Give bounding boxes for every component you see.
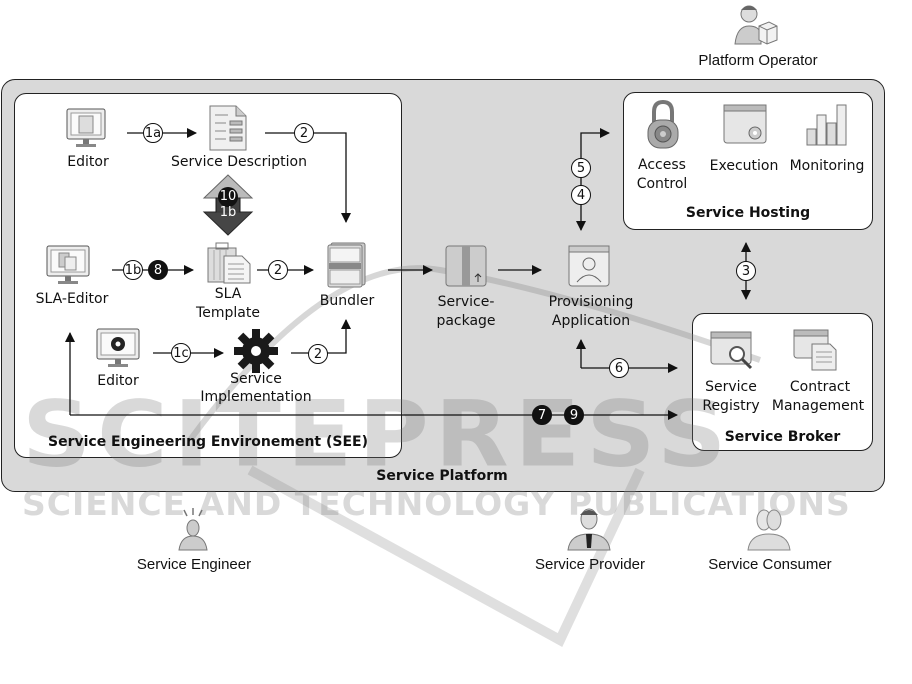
sla-template-label-2: Template: [196, 305, 260, 321]
provisioning-app-icon: [568, 245, 610, 287]
step-badge-2-top: 2: [294, 123, 314, 143]
service-package-label-1: Service-: [437, 294, 495, 310]
step-badge-2-bot: 2: [308, 344, 328, 364]
execution-window-icon: [723, 104, 767, 144]
step-badge-8: 8: [148, 260, 168, 280]
platform-operator-label: Platform Operator: [698, 52, 818, 69]
step-badge-6: 6: [609, 358, 629, 378]
service-hosting-title: Service Hosting: [685, 205, 811, 221]
step-badge-1b: 1b: [123, 260, 143, 280]
contract-document-icon: [793, 329, 837, 371]
editor-gear-monitor-icon: [96, 328, 140, 367]
bar-chart-icon: [806, 104, 847, 146]
service-consumer-icon: [747, 509, 791, 551]
step-badge-10: 10: [218, 187, 238, 207]
document-icon: [209, 105, 247, 151]
editor-monitor-icon: [66, 108, 106, 147]
provisioning-label-1: Provisioning: [548, 294, 634, 310]
service-provider-label: Service Provider: [534, 556, 646, 573]
see-title: Service Engineering Environement (SEE): [47, 434, 368, 450]
service-registry-label-1: Service: [705, 379, 757, 395]
step-badge-3: 3: [736, 261, 756, 281]
edge-description-to-bundler: [265, 132, 351, 223]
service-broker-title: Service Broker: [724, 429, 841, 445]
service-provider-icon: [567, 508, 611, 551]
package-box-icon: [445, 245, 487, 287]
provisioning-label-2: Application: [551, 313, 631, 329]
service-description-label: Service Description: [171, 154, 307, 170]
sla-template-icon: [207, 242, 251, 284]
editor-2-label: Editor: [97, 373, 139, 389]
service-package-label-2: package: [436, 313, 496, 329]
contract-management-label-2: Management: [771, 398, 865, 414]
contract-management-label-1: Contract: [789, 379, 851, 395]
service-consumer-label: Service Consumer: [708, 556, 832, 573]
edge-to-hosting: [580, 128, 610, 145]
editor-label: Editor: [67, 154, 109, 170]
registry-search-icon: [710, 331, 753, 370]
access-control-label-1: Access: [638, 157, 686, 173]
step-badge-7: 7: [532, 405, 552, 425]
execution-label: Execution: [709, 158, 779, 174]
service-engineer-icon: [178, 508, 208, 551]
access-control-label-2: Control: [636, 176, 688, 192]
step-badge-4: 4: [571, 185, 591, 205]
step-badge-1b-vertical: 1b: [219, 205, 237, 220]
service-platform-title: Service Platform: [376, 468, 508, 484]
step-badge-1a: 1a: [143, 123, 163, 143]
step-badge-2-mid: 2: [268, 260, 288, 280]
service-implementation-label-1: Service: [230, 371, 282, 387]
monitoring-label: Monitoring: [789, 158, 865, 174]
service-engineer-label: Service Engineer: [136, 556, 252, 573]
service-implementation-label-2: Implementation: [200, 389, 312, 405]
padlock-icon: [647, 100, 679, 149]
service-registry-label-2: Registry: [702, 398, 760, 414]
step-badge-5: 5: [571, 158, 591, 178]
bundler-label: Bundler: [319, 293, 375, 309]
step-badge-9: 9: [564, 405, 584, 425]
bundler-icon: [327, 242, 366, 288]
platform-operator-icon: [734, 5, 778, 45]
step-badge-1c: 1c: [171, 343, 191, 363]
sla-editor-label: SLA-Editor: [35, 291, 109, 307]
sla-editor-monitor-icon: [46, 245, 90, 284]
gear-icon: [234, 329, 278, 373]
sla-template-label-1: SLA: [214, 286, 242, 302]
